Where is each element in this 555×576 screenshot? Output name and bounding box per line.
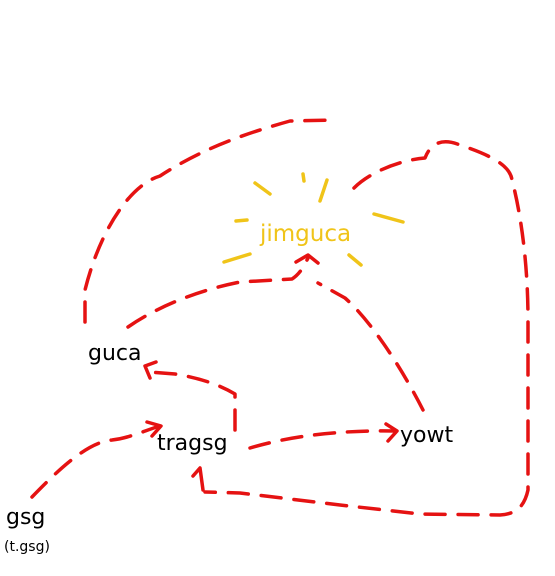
arrowhead-icon xyxy=(294,253,320,265)
arrowhead-icon xyxy=(145,420,163,438)
path-tragsg-to-yowt xyxy=(248,429,397,450)
node-guca-label[interactable]: guca xyxy=(88,341,142,366)
arrowhead-icon xyxy=(191,466,205,492)
arrowhead-icon xyxy=(143,360,158,380)
node-gsg-label[interactable]: gsg xyxy=(6,505,46,530)
node-yowt-label[interactable]: yowt xyxy=(400,423,454,448)
path-outer-loop-right xyxy=(203,140,530,517)
sun-rays-icon xyxy=(222,172,405,267)
path-tragsg-to-guca xyxy=(148,370,237,432)
node-tragsg-label[interactable]: tragsg xyxy=(157,431,228,456)
path-gsg-to-tragsg xyxy=(30,424,162,499)
arrowhead-icon xyxy=(384,422,399,443)
path-guca-to-goal xyxy=(126,256,310,329)
node-goal-label[interactable]: jimguca xyxy=(260,221,352,247)
path-outer-loop xyxy=(83,118,339,324)
node-gsg-note: (t.gsg) xyxy=(4,539,50,555)
path-yowt-to-goal xyxy=(316,281,425,412)
